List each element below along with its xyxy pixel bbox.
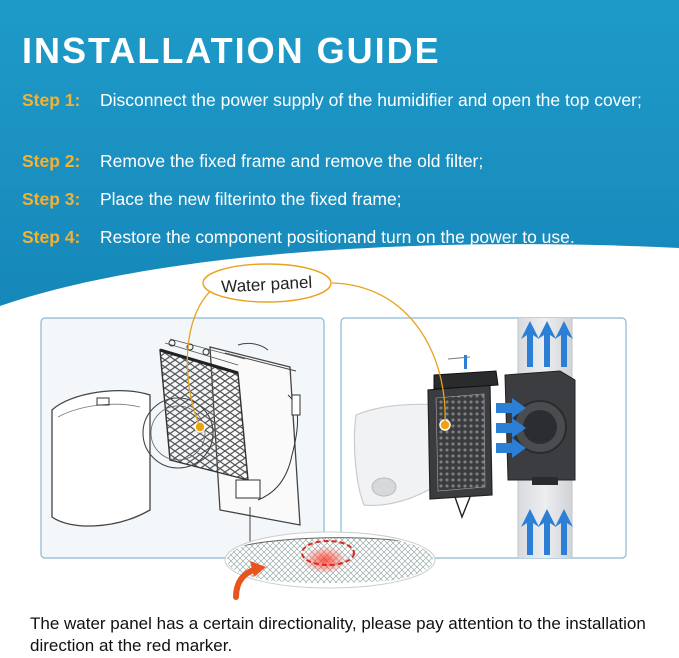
callout-label: Water panel [221,273,313,297]
page-title: INSTALLATION GUIDE [22,30,441,71]
step-3-label: Step 3: [22,189,81,209]
step-2-label: Step 2: [22,151,81,171]
upflow-arrows-bottom [521,509,573,555]
step-3-text: Place the new filterinto the fixed frame… [100,189,402,209]
step-1-text: Disconnect the power supply of the humid… [100,90,642,110]
step-1-label: Step 1: [22,90,81,110]
filter-exploded-view [340,317,627,559]
upflow-arrows-top [521,321,573,367]
water-panel-callout: Water panel [186,263,446,428]
step-2-text: Remove the fixed frame and remove the ol… [100,151,484,171]
sideflow-arrows [496,398,526,458]
step-4-text: Restore the component positionand turn o… [100,227,575,247]
red-marker [301,540,355,566]
step-4-label: Step 4: [22,227,81,247]
installation-illustration: Water panel [40,263,627,600]
humidifier-open-drawing [40,317,325,559]
directionality-note: The water panel has a certain directiona… [30,614,646,655]
mesh-closeup [224,531,436,600]
